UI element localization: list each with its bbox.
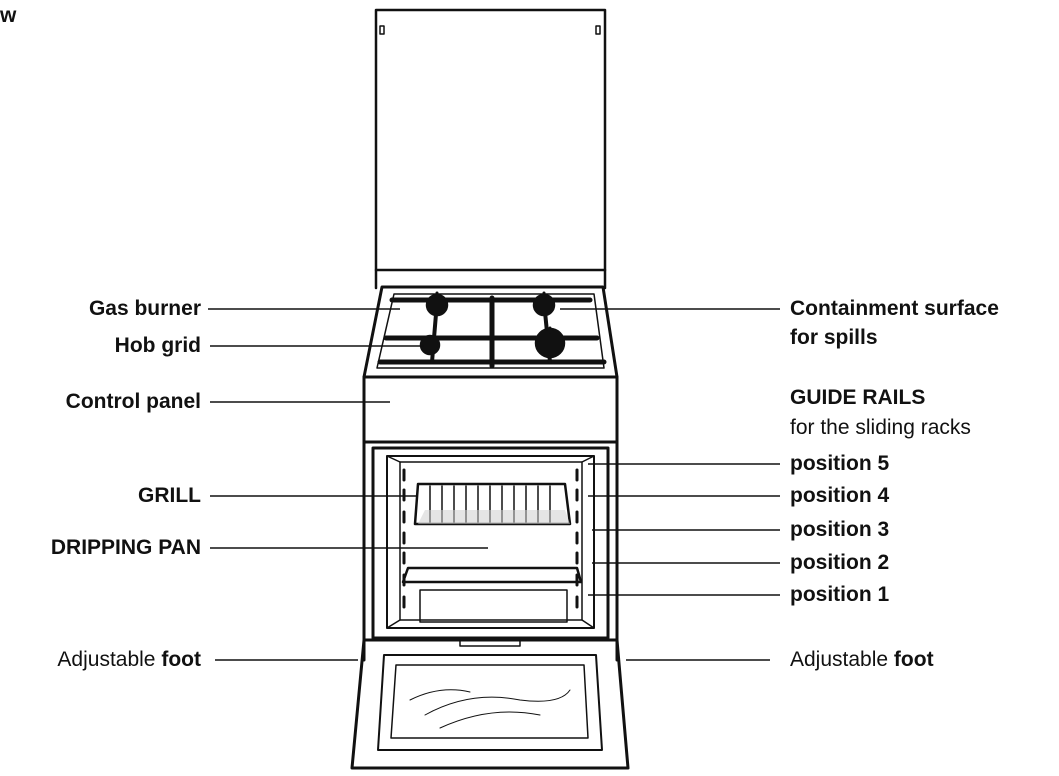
label-position-2: position 2 [790, 551, 890, 574]
heading-fragment: w [0, 4, 17, 27]
label-dripping-pan: DRIPPING PAN [50, 536, 201, 559]
label-foot-right: Adjustable foot [790, 648, 934, 672]
oven-door [350, 638, 630, 770]
label-guide-rails: GUIDE RAILS [790, 386, 926, 409]
label-hob-grid: Hob grid [114, 334, 201, 357]
label-foot-right-prefix: Adjustable [790, 648, 889, 671]
label-gas-burner: Gas burner [88, 297, 201, 320]
label-guide-rails-sub: for the sliding racks [790, 416, 971, 439]
hob [362, 285, 619, 379]
label-foot-left: Adjustable foot [57, 648, 201, 672]
label-position-5: position 5 [790, 452, 890, 475]
label-grill: GRILL [138, 484, 201, 507]
label-foot-right-bold: foot [893, 648, 934, 671]
grill-shade [418, 510, 570, 524]
label-control-panel: Control panel [65, 390, 201, 413]
cabinet [362, 440, 619, 662]
label-containment-2: for spills [790, 326, 878, 349]
label-foot-left-bold: foot [161, 648, 201, 671]
control-panel [362, 375, 619, 444]
lid [374, 8, 607, 290]
oven-cavity [371, 446, 610, 640]
label-position-4: position 4 [790, 484, 890, 507]
dripping-pan [401, 566, 583, 623]
label-containment-1: Containment surface [790, 297, 999, 320]
leader-lines [208, 308, 780, 661]
label-foot-left-prefix: Adjustable [57, 648, 156, 671]
label-position-3: position 3 [790, 518, 890, 541]
label-position-1: position 1 [790, 583, 890, 606]
